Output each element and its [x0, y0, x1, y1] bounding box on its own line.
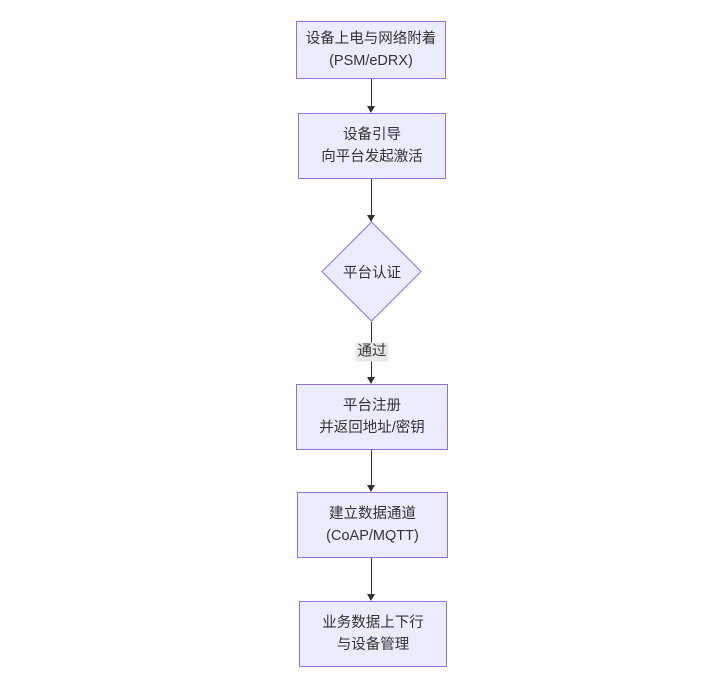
node-bootstrap-line1: 设备引导	[343, 127, 401, 143]
node-data-channel-line1: 建立数据通道	[329, 506, 416, 522]
arrow-power-to-bootstrap	[367, 79, 375, 113]
node-power-attach: 设备上电与网络附着 (PSM/eDRX)	[296, 21, 446, 79]
node-data-channel-line2: (CoAP/MQTT)	[326, 528, 419, 544]
node-register: 平台注册 并返回地址/密钥	[296, 384, 448, 450]
node-power-attach-line1: 设备上电与网络附着	[305, 31, 437, 47]
node-business: 业务数据上下行 与设备管理	[299, 601, 447, 667]
arrow-bootstrap-to-auth	[367, 179, 375, 222]
node-register-line1: 平台注册	[343, 398, 401, 414]
node-power-attach-line2: (PSM/eDRX)	[329, 53, 413, 69]
node-business-line1: 业务数据上下行	[322, 615, 424, 631]
node-bootstrap-line2: 向平台发起激活	[321, 149, 423, 165]
arrow-register-to-channel	[367, 450, 375, 492]
node-bootstrap: 设备引导 向平台发起激活	[298, 113, 446, 179]
decision-platform-auth-label: 平台认证	[343, 265, 401, 282]
edge-label-pass: 通过	[355, 342, 389, 362]
node-data-channel: 建立数据通道 (CoAP/MQTT)	[297, 492, 448, 558]
node-business-line2: 与设备管理	[336, 637, 410, 653]
arrow-channel-to-business	[367, 558, 375, 601]
node-register-line2: 并返回地址/密钥	[319, 420, 425, 436]
